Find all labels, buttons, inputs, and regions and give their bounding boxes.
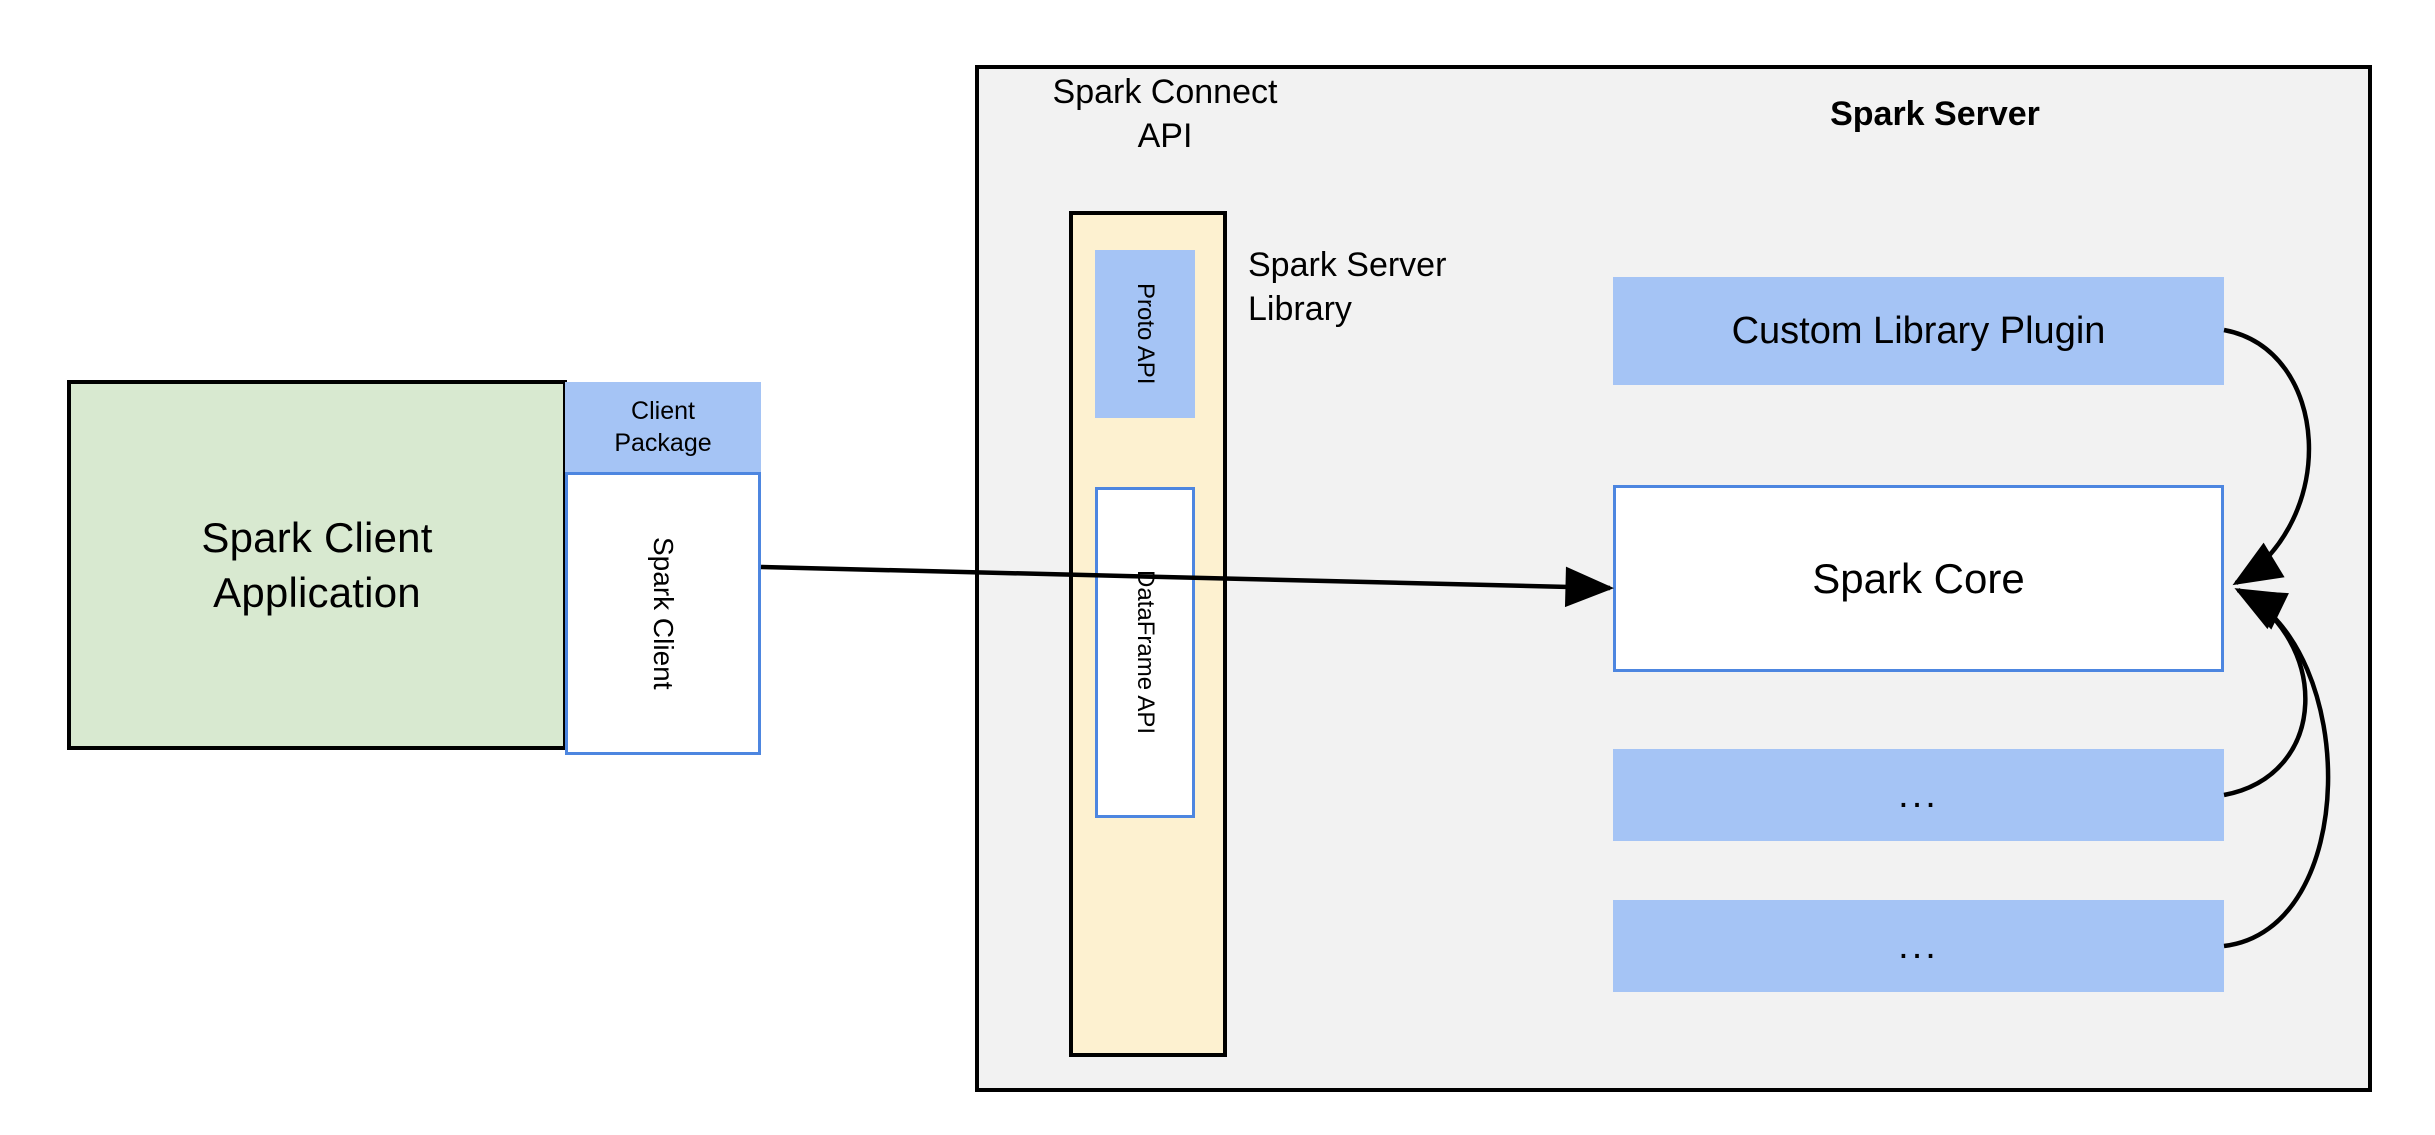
dataframe-api-label: DataFrame API [1132, 570, 1159, 735]
library-label-line2: Library [1248, 290, 1352, 329]
module-placeholder-1-label: ... [1898, 773, 1939, 816]
module-placeholder-2-label: ... [1898, 924, 1939, 967]
connect-api-title-line2: API [1137, 117, 1193, 156]
spark-server-title: Spark Server [1830, 95, 2040, 133]
spark-client-box[interactable]: Spark Client [565, 472, 761, 755]
dataframe-api-box[interactable]: DataFrame API [1095, 487, 1195, 818]
proto-api-label: Proto API [1132, 283, 1159, 385]
proto-api-box[interactable]: Proto API [1095, 250, 1195, 418]
spark-client-label: Spark Client [648, 537, 679, 690]
custom-library-plugin-label: Custom Library Plugin [1731, 309, 2106, 352]
connect-api-title-line1: Spark Connect [1052, 73, 1278, 111]
package-label-line1: Client [631, 397, 695, 425]
module-placeholder-1[interactable]: ... [1613, 749, 2224, 841]
library-label-line1: Spark Server [1248, 246, 1447, 284]
package-label-line2: Package [614, 429, 712, 457]
app-label-line1: Spark Client [201, 513, 433, 561]
custom-library-plugin-box[interactable]: Custom Library Plugin [1613, 277, 2224, 385]
module-placeholder-2[interactable]: ... [1613, 900, 2224, 992]
spark-core-box[interactable]: Spark Core [1613, 485, 2224, 672]
app-label-line2: Application [213, 569, 421, 616]
spark-core-label: Spark Core [1812, 554, 2025, 602]
